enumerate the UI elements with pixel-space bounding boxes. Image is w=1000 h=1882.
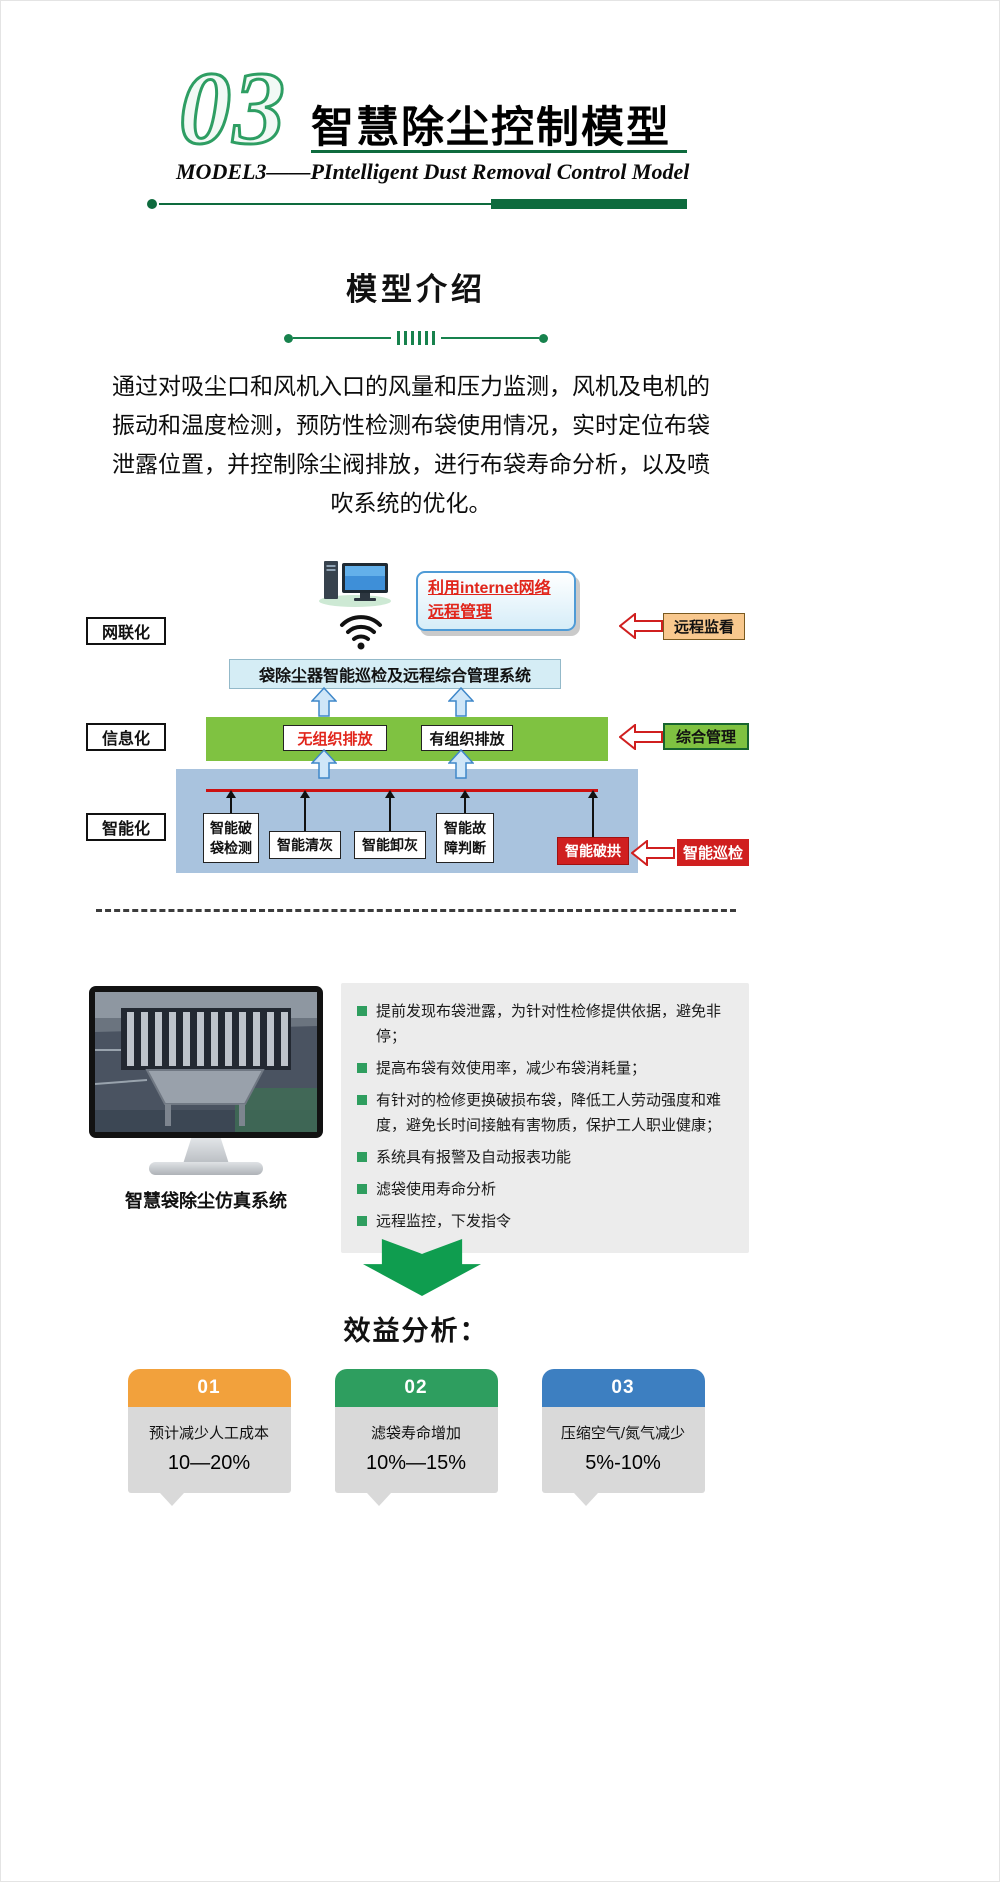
benefit-card: 02 滤袋寿命增加 10%—15%: [334, 1369, 498, 1506]
card-tail-pointer: [573, 1493, 598, 1506]
card-value: 10%—15%: [365, 1452, 467, 1474]
benefit-card: 03 压缩空气/氮气减少 5%-10%: [541, 1369, 705, 1506]
divider-line-left: [293, 337, 391, 339]
monitor-stand-base: [149, 1162, 263, 1175]
divider-line-right: [441, 337, 539, 339]
box-smart-arch-breaking: 智能破拱: [557, 837, 629, 865]
label-smart-inspection: 智能巡检: [677, 839, 749, 866]
feature-text: 远程监控，下发指令: [376, 1213, 512, 1230]
card-label: 滤袋寿命增加: [370, 1425, 461, 1442]
feature-item: 提高布袋有效使用率，减少布袋消耗量；: [357, 1056, 733, 1081]
internet-note-line1: 利用internet网络: [428, 580, 551, 597]
card-label: 压缩空气/氮气减少: [560, 1425, 686, 1442]
feature-list: 提前发现布袋泄露，为针对性检修提供依据，避免非停； 提高布袋有效使用率，减少布袋…: [341, 983, 749, 1253]
card-body: 滤袋寿命增加 10%—15%: [334, 1407, 498, 1493]
box-smart-unloading: 智能卸灰: [354, 831, 426, 859]
divider-ticks: [397, 331, 435, 345]
left-arrow-icon: [618, 611, 663, 644]
emission-layer-bar: [206, 717, 608, 761]
simulation-monitor: [89, 986, 323, 1138]
card-tail-pointer: [366, 1493, 391, 1506]
up-arrow-icon: [385, 790, 395, 831]
bullet-square-icon: [357, 1063, 367, 1073]
wifi-icon: [338, 609, 384, 656]
label-remote-view: 远程监看: [663, 613, 745, 640]
feature-text: 有针对的检修更换破损布袋，降低工人劳动强度和难度，避免长时间接触有害物质，保护工…: [376, 1092, 722, 1134]
header-rule-dot: [147, 199, 157, 209]
feature-item: 滤袋使用寿命分析: [357, 1177, 733, 1202]
up-arrow-icon: [300, 790, 310, 831]
box-smart-fault-diagnosis: 智能故障判断: [436, 813, 494, 863]
card-tail-pointer: [159, 1493, 184, 1506]
card-body: 预计减少人工成本 10—20%: [127, 1407, 291, 1493]
card-body: 压缩空气/氮气减少 5%-10%: [541, 1407, 705, 1493]
feature-text: 系统具有报警及自动报表功能: [376, 1149, 572, 1166]
bullet-square-icon: [357, 1184, 367, 1194]
feature-text: 滤袋使用寿命分析: [376, 1181, 497, 1198]
monitor-stand-neck: [183, 1138, 229, 1164]
layer-label-information: 信息化: [86, 723, 166, 751]
box-smart-bag-detection: 智能破袋检测: [203, 813, 259, 863]
feature-text: 提高布袋有效使用率，减少布袋消耗量；: [376, 1060, 647, 1077]
header-rule-bar: [491, 199, 687, 209]
title-underline: [311, 150, 687, 153]
page-subtitle: MODEL3——PIntelligent Dust Removal Contro…: [176, 159, 690, 184]
bullet-square-icon: [357, 1152, 367, 1162]
decorative-divider: [86, 331, 746, 345]
card-value: 5%-10%: [585, 1452, 661, 1474]
computer-icon: [318, 557, 392, 612]
layer-label-network: 网联化: [86, 617, 166, 645]
box-smart-cleaning: 智能清灰: [269, 831, 341, 859]
feature-item: 系统具有报警及自动报表功能: [357, 1145, 733, 1170]
left-arrow-icon: [630, 838, 675, 871]
monitor-caption: 智慧袋除尘仿真系统: [125, 1191, 287, 1211]
header-rule-line: [159, 203, 491, 205]
bus-line: [206, 789, 598, 792]
card-value: 10—20%: [167, 1452, 251, 1474]
layer-label-intelligence: 智能化: [86, 813, 166, 841]
box-unorganized-emission: 无组织排放: [283, 725, 387, 751]
simulation-screen-image: [95, 992, 317, 1132]
internet-note-line2: 远程管理: [428, 604, 493, 621]
architecture-diagram: 利用internet网络 远程管理 远程监看 综合管理 智能巡检 网联化 信息化…: [86, 551, 751, 886]
card-number: 02: [334, 1369, 498, 1407]
up-arrow-icon: [447, 686, 475, 722]
up-arrow-icon: [460, 790, 470, 813]
up-arrow-icon: [447, 748, 475, 784]
page-title: 智慧除尘控制模型: [311, 104, 671, 152]
box-organized-emission: 有组织排放: [421, 725, 513, 751]
card-number: 01: [127, 1369, 291, 1407]
bullet-square-icon: [357, 1216, 367, 1226]
left-arrow-icon: [618, 722, 663, 755]
feature-item: 提前发现布袋泄露，为针对性检修提供依据，避免非停；: [357, 999, 733, 1049]
benefit-analysis-title: 效益分析：: [343, 1316, 489, 1346]
up-arrow-icon: [588, 790, 598, 837]
card-number: 03: [541, 1369, 705, 1407]
management-system-bar: 袋除尘器智能巡检及远程综合管理系统: [229, 659, 561, 689]
up-arrow-icon: [310, 686, 338, 722]
feature-item: 远程监控，下发指令: [357, 1209, 733, 1234]
up-arrow-icon: [226, 790, 236, 813]
internet-note: 利用internet网络 远程管理: [416, 571, 576, 631]
label-comprehensive-management: 综合管理: [663, 723, 749, 750]
divider-dot-right: [539, 333, 548, 343]
benefit-card: 01 预计减少人工成本 10—20%: [127, 1369, 291, 1506]
up-arrow-icon: [310, 748, 338, 784]
intro-paragraph: 通过对吸尘口和风机入口的风量和压力监测，风机及电机的振动和温度检测，预防性检测布…: [112, 373, 710, 516]
bullet-square-icon: [357, 1006, 367, 1016]
dashed-separator: [96, 909, 736, 912]
feature-item: 有针对的检修更换破损布袋，降低工人劳动强度和难度，避免长时间接触有害物质，保护工…: [357, 1088, 733, 1138]
section-title-model-intro: 模型介绍: [346, 272, 486, 307]
feature-text: 提前发现布袋泄露，为针对性检修提供依据，避免非停；: [376, 1003, 722, 1045]
benefit-cards: 01 预计减少人工成本 10—20% 02 滤袋寿命增加 10%—15% 03 …: [86, 1369, 746, 1506]
bullet-square-icon: [357, 1095, 367, 1105]
section-number: 03: [178, 51, 287, 166]
divider-dot-left: [284, 333, 293, 343]
card-label: 预计减少人工成本: [148, 1425, 269, 1442]
